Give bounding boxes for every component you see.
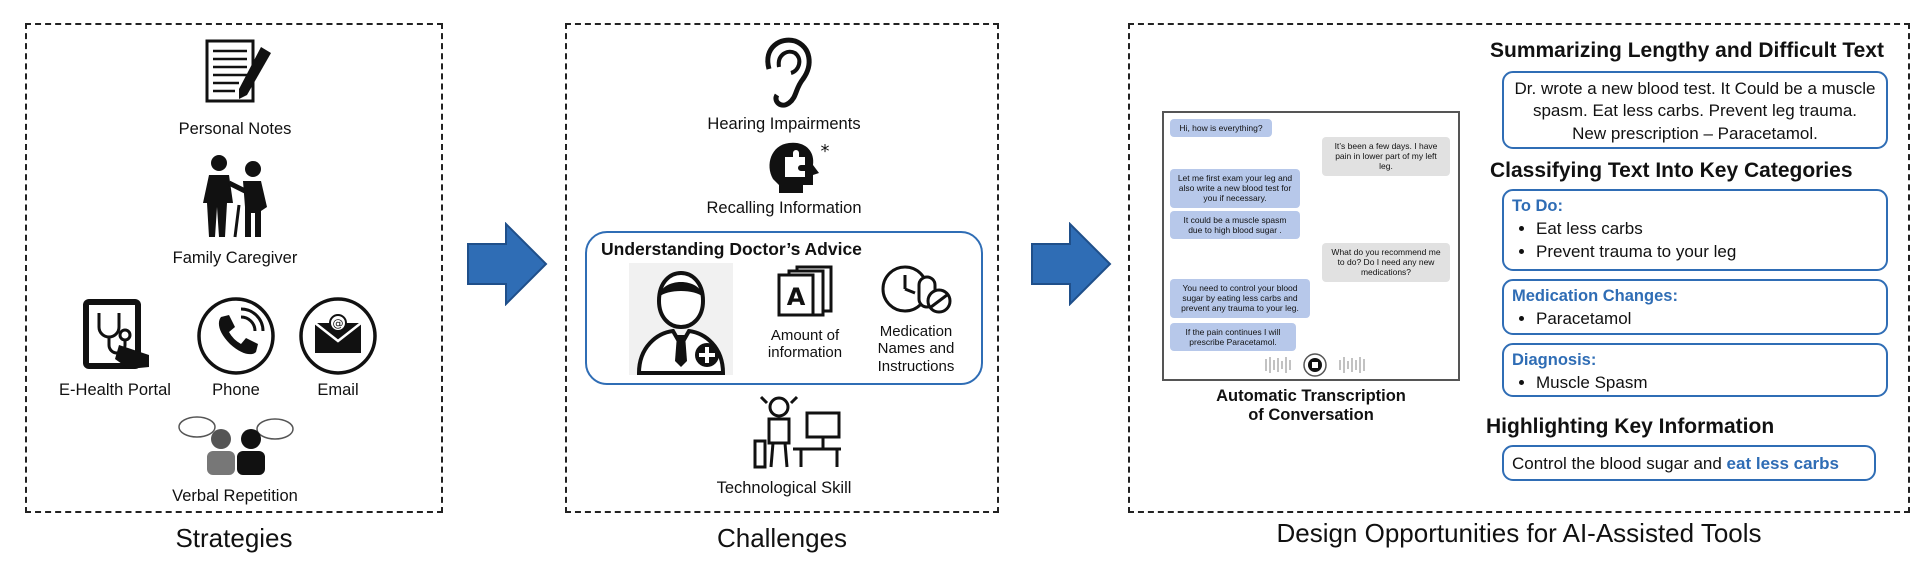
- stressed-computer-icon: [753, 395, 841, 469]
- strategies-caption: Strategies: [175, 523, 293, 553]
- classifying-title: Classifying Text Into Key Categories: [1490, 159, 1853, 182]
- arrow-right-icon: [1031, 222, 1112, 306]
- medication-changes-box: Medication Changes: Paracetamol: [1502, 279, 1888, 335]
- list-item: Eat less carbs: [1536, 218, 1878, 241]
- ear-icon: [765, 37, 812, 108]
- highlight-box: Control the blood sugar and eat less car…: [1502, 445, 1876, 481]
- summary-box: Dr. wrote a new blood test. It Could be …: [1502, 71, 1888, 149]
- arrow-right-icon: [467, 222, 548, 306]
- ehealth-portal-label: E-Health Portal: [59, 381, 171, 399]
- diagnosis-list: Muscle Spasm: [1512, 372, 1878, 395]
- recalling-information-label: Recalling Information: [706, 199, 862, 217]
- chat-bubble: Let me first exam your leg and also writ…: [1170, 169, 1300, 208]
- doctor-icon: [629, 263, 733, 375]
- medication-list: Paracetamol: [1512, 308, 1878, 331]
- medication-names-line3: Instructions: [877, 357, 955, 375]
- phone-icon: [197, 297, 275, 375]
- hearing-impairments-label: Hearing Impairments: [707, 115, 861, 133]
- technological-skill-label: Technological Skill: [716, 479, 852, 497]
- tablet-stethoscope-icon: [83, 299, 149, 369]
- svg-text:A: A: [787, 283, 806, 311]
- documents-icon: A: [777, 265, 833, 317]
- doctor-advice-title: Understanding Doctor’s Advice: [601, 239, 862, 259]
- todo-title: To Do:: [1512, 197, 1564, 215]
- diagnosis-title: Diagnosis:: [1512, 351, 1597, 369]
- summarizing-title: Summarizing Lengthy and Difficult Text: [1490, 39, 1884, 62]
- medication-names-line1: Medication: [879, 323, 953, 340]
- design-caption: Design Opportunities for AI-Assisted Too…: [1276, 518, 1762, 548]
- list-item: Muscle Spasm: [1536, 372, 1878, 395]
- chat-bubble: If the pain continues I will prescribe P…: [1170, 323, 1296, 352]
- highlighting-title: Highlighting Key Information: [1486, 415, 1775, 438]
- strategies-panel: Personal Notes Family Caregiver E-Health…: [25, 23, 443, 513]
- transcription-line2: of Conversation: [1248, 405, 1374, 424]
- email-icon: @: [299, 297, 377, 375]
- medication-changes-title: Medication Changes:: [1512, 287, 1678, 305]
- amount-info-line1: Amount of: [770, 327, 840, 344]
- conversation-transcript: Hi, how is everything? It’s been a few d…: [1162, 111, 1460, 381]
- highlight-text: Control the blood sugar and eat less car…: [1512, 453, 1866, 475]
- highlight-key: eat less carbs: [1726, 454, 1840, 473]
- amount-info-line2: information: [767, 344, 843, 362]
- phone-label: Phone: [212, 381, 260, 399]
- email-label: Email: [317, 381, 359, 399]
- design-panel: Hi, how is everything? It’s been a few d…: [1128, 23, 1910, 513]
- challenges-caption: Challenges: [716, 523, 848, 553]
- clock-pills-icon: [881, 265, 952, 314]
- doctor-advice-box: Understanding Doctor’s Advice A Amount o…: [585, 231, 983, 385]
- svg-text:@: @: [333, 317, 344, 330]
- conversation-icon: [178, 416, 294, 475]
- todo-list: Eat less carbs Prevent trauma to your le…: [1512, 218, 1878, 264]
- medication-names-label: Medication Names and Instructions: [857, 323, 975, 375]
- summary-text: Dr. wrote a new blood test. It Could be …: [1514, 79, 1876, 143]
- todo-box: To Do: Eat less carbs Prevent trauma to …: [1502, 189, 1888, 271]
- notepad-icon: [205, 39, 271, 103]
- family-caregiver-label: Family Caregiver: [172, 249, 298, 267]
- highlight-prefix: Control the blood sugar and: [1512, 454, 1727, 473]
- verbal-repetition-label: Verbal Repetition: [172, 487, 298, 505]
- head-puzzle-icon: *: [769, 141, 830, 193]
- diagnosis-box: Diagnosis: Muscle Spasm: [1502, 343, 1888, 397]
- transcription-label: Automatic Transcription of Conversation: [1162, 387, 1460, 425]
- chat-bubble: It could be a muscle spasm due to high b…: [1170, 211, 1300, 240]
- family-caregiver-icon: [203, 155, 267, 238]
- chat-bubble: Hi, how is everything?: [1170, 119, 1272, 138]
- list-item: Prevent trauma to your leg: [1536, 241, 1878, 264]
- amount-info-label: Amount of information: [747, 327, 863, 362]
- challenges-panel: Hearing Impairments * Recalling Informat…: [565, 23, 999, 513]
- chat-bubble: What do you recommend me to do? Do I nee…: [1322, 243, 1450, 282]
- chat-bubble: You need to control your blood sugar by …: [1170, 279, 1310, 318]
- record-stop-icon[interactable]: [1260, 353, 1370, 377]
- list-item: Paracetamol: [1536, 308, 1878, 331]
- svg-text:*: *: [821, 141, 830, 162]
- medication-names-line2: Names and: [877, 340, 955, 358]
- transcription-line1: Automatic Transcription: [1216, 387, 1406, 405]
- chat-bubble: It’s been a few days. I have pain in low…: [1322, 137, 1450, 176]
- personal-notes-label: Personal Notes: [178, 120, 292, 138]
